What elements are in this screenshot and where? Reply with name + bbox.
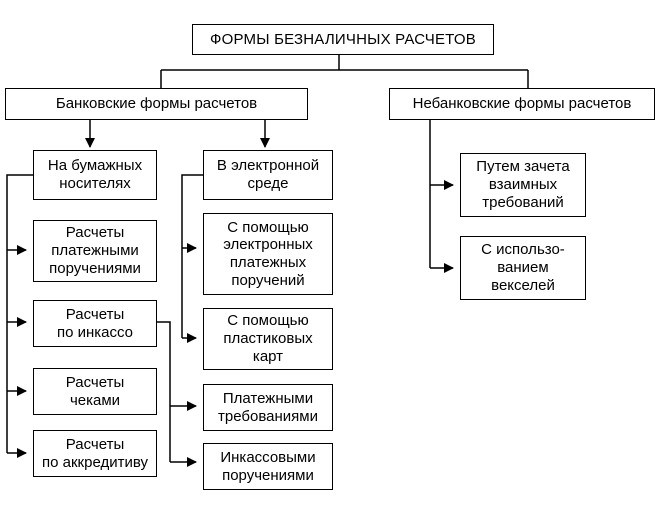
- paper-credit-node: Расчеты по аккредитиву: [33, 430, 157, 477]
- bracket-paper: [6, 174, 33, 453]
- electronic-cards-node: С помощью пластиковых карт: [203, 308, 333, 370]
- paper-cheques-node: Расчеты чеками: [33, 368, 157, 415]
- paper-orders-node: Расчеты платежными поручениями: [33, 220, 157, 282]
- bank-forms-node: Банковские формы расчетов: [5, 88, 308, 120]
- connector-root: [160, 55, 529, 88]
- nonbank-offset-node: Путем зачета взаимных требований: [460, 153, 586, 217]
- collection-orders-node: Инкассовыми поручениями: [203, 443, 333, 490]
- nonbank-bills-node: С использо- ванием векселей: [460, 236, 586, 300]
- bracket-collection: [157, 321, 171, 462]
- bracket-electronic: [181, 174, 203, 338]
- paper-node: На бумажных носителях: [33, 150, 157, 200]
- electronic-orders-node: С помощью электронных платежных поручени…: [203, 213, 333, 295]
- nonbank-forms-node: Небанковские формы расчетов: [389, 88, 655, 120]
- root-node: ФОРМЫ БЕЗНАЛИЧНЫХ РАСЧЕТОВ: [192, 24, 494, 55]
- collection-claims-node: Платежными требованиями: [203, 384, 333, 431]
- electronic-node: В электронной среде: [203, 150, 333, 200]
- paper-collection-node: Расчеты по инкассо: [33, 300, 157, 347]
